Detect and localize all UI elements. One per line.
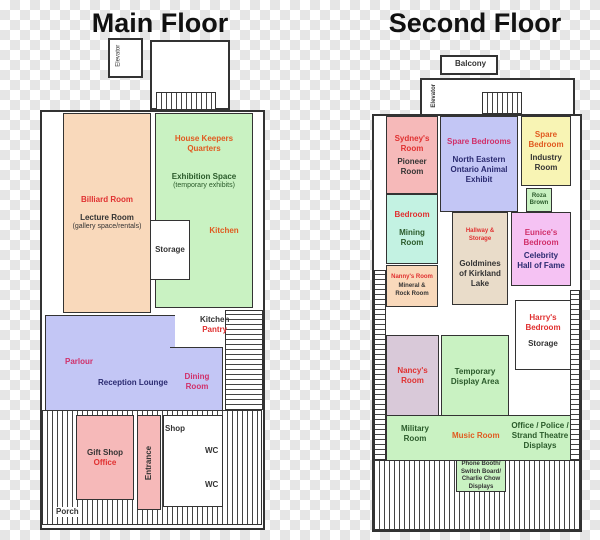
spare-bedrooms-label: Spare Bedrooms	[446, 137, 512, 146]
left-roof	[374, 270, 386, 460]
wc-label-2: WC	[205, 480, 219, 489]
balcony-label: Balcony	[455, 59, 487, 68]
entrance: Entrance	[137, 415, 161, 510]
industry-room-label: Industry Room	[530, 152, 562, 172]
dining-room	[170, 347, 223, 411]
storage-label: Storage	[155, 245, 185, 254]
nannys-room: Nanny's Room Mineral & Rock Room	[386, 265, 438, 307]
reception-lounge-label: Reception Lounge	[98, 378, 168, 387]
eunices-bedroom: Eunice's Bedroom Celebrity Hall of Fame	[511, 212, 571, 286]
office-displays-label: Office / Police / Strand Theatre Display…	[511, 421, 569, 450]
elevator-shaft	[108, 38, 143, 78]
elevator-label-2: Elevator	[431, 83, 438, 108]
housekeepers-label: House Keepers Quarters	[174, 134, 234, 153]
harrys-bedroom-label: Harry's Bedroom	[525, 313, 561, 332]
kitchen-pantry-label-1: Kitchen	[200, 315, 230, 324]
sydneys-room: Sydney's Room Pioneer Room	[386, 116, 438, 194]
upper-stairs	[482, 92, 522, 114]
nancys-room-label: Nancy's Room	[397, 366, 428, 385]
nannys-room-label: Nanny's Room	[391, 273, 433, 280]
exhibition-sub: (temporary exhibits)	[173, 182, 235, 189]
billiard-room-label: Billiard Room	[80, 194, 133, 204]
mining-room-label: Mining Room	[399, 228, 425, 247]
porch-label: Porch	[56, 507, 79, 517]
entrance-label: Entrance	[144, 445, 154, 480]
main-floor-title: Main Floor	[91, 8, 229, 38]
second-floor-title: Second Floor	[388, 8, 562, 38]
gift-shop-label: Gift Shop	[87, 447, 123, 457]
sydneys-room-label: Sydney's Room	[394, 133, 430, 153]
wc-label-1: WC	[205, 446, 219, 455]
balcony	[440, 55, 498, 75]
military-room-label: Military Room	[400, 424, 429, 443]
hallway-label: Hallway & Storage	[465, 228, 495, 242]
rear-stairs	[156, 92, 216, 110]
roza-brown-room: Roza Brown	[526, 188, 552, 212]
lecture-room-sub: (gallery space/rentals)	[72, 222, 142, 230]
parlour-room	[45, 315, 175, 411]
spare-bedroom-label: Spare Bedroom	[528, 129, 564, 149]
harrys-bedroom: Harry's Bedroom Storage	[515, 300, 571, 370]
kitchen-pantry: Kitchen Pantry	[200, 315, 229, 335]
roza-brown-label: Roza Brown	[529, 192, 549, 207]
shop-wc-area	[163, 415, 223, 507]
temporary-display-label: Temporary Display Area	[450, 366, 500, 386]
spare-bedroom: Spare Bedroom Industry Room	[521, 116, 571, 186]
spare-bedrooms: Spare Bedrooms North Eastern Ontario Ani…	[440, 116, 518, 212]
parlour-label: Parlour	[65, 357, 94, 366]
lecture-room: Billiard Room Lecture Room (gallery spac…	[63, 113, 151, 313]
shop-label: Shop	[165, 424, 185, 433]
gift-shop: Gift Shop Office	[76, 415, 134, 500]
goldmines-label: Goldmines of Kirkland Lake	[459, 259, 501, 288]
temporary-display-area: Temporary Display Area	[441, 335, 509, 417]
lecture-room-label: Lecture Room	[80, 212, 134, 222]
exhibition-label: Exhibition Space	[171, 172, 237, 181]
right-roof	[570, 290, 580, 460]
celebrity-hall-label: Celebrity Hall of Fame	[517, 250, 565, 270]
pioneer-room-label: Pioneer Room	[397, 156, 427, 176]
bedroom-label: Bedroom	[394, 210, 430, 219]
animal-exhibit-label: North Eastern Ontario Animal Exhibit	[450, 155, 508, 184]
eunices-bedroom-label: Eunice's Bedroom	[523, 227, 559, 247]
storage-room: Storage	[150, 220, 190, 280]
music-room-label: Music Room	[452, 431, 500, 440]
mining-room: Bedroom Mining Room	[386, 194, 438, 264]
office-label: Office	[93, 457, 117, 467]
harry-storage-label: Storage	[528, 339, 558, 348]
hallway-storage: Hallway & Storage Goldmines of Kirkland …	[452, 212, 508, 305]
side-deck	[225, 310, 263, 410]
dining-room-label: Dining Room	[184, 372, 210, 391]
kitchen-pantry-label-2: Pantry	[202, 325, 228, 334]
phone-booth-room: Phone Booth/ Switch Board/ Charlie Chow …	[456, 460, 506, 492]
phone-booth-label: Phone Booth/ Switch Board/ Charlie Chow …	[460, 461, 501, 490]
mineral-room-label: Mineral & Rock Room	[395, 283, 429, 297]
elevator-label: Elevator	[115, 44, 122, 67]
kitchen-label: Kitchen	[209, 225, 239, 235]
nancys-room: Nancy's Room	[386, 335, 439, 417]
